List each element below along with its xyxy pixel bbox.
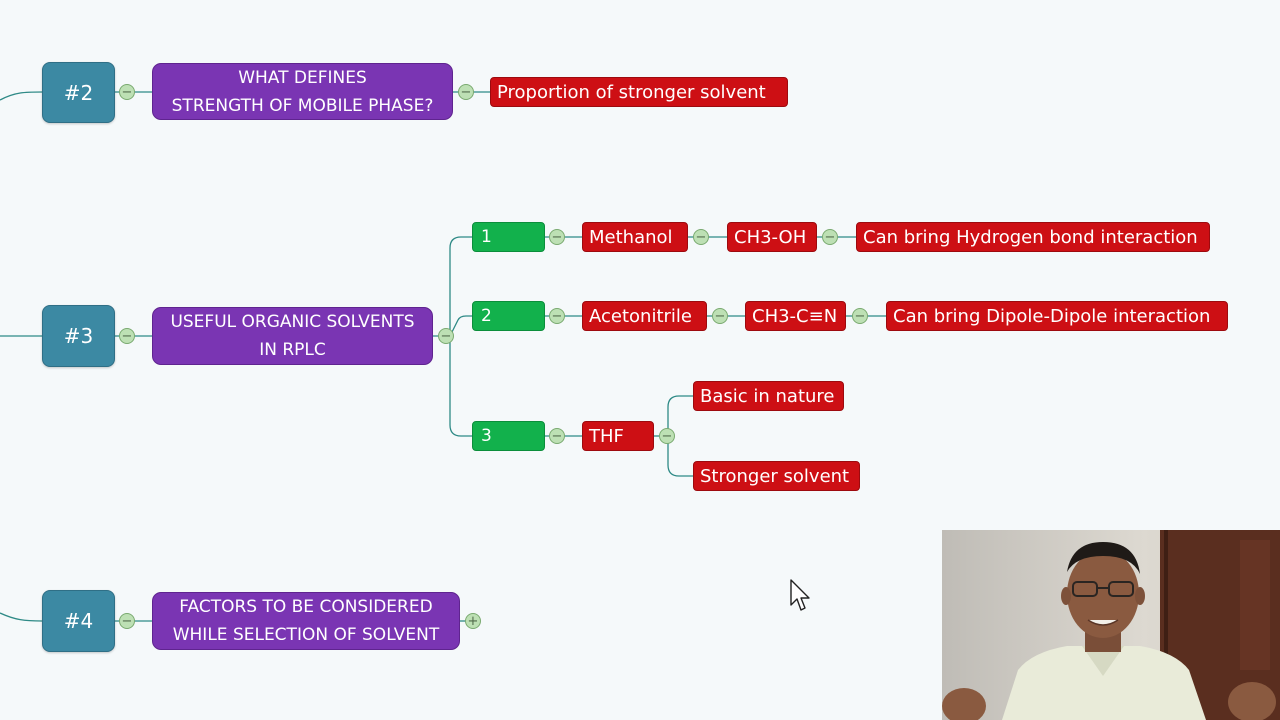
- formula-acetonitrile[interactable]: CH3-C≡N: [745, 301, 846, 331]
- solvent-acetonitrile-label: Acetonitrile: [589, 305, 692, 327]
- hub-4[interactable]: #4: [42, 590, 115, 652]
- note-thf-basic[interactable]: Basic in nature: [693, 381, 844, 411]
- topic-selection-factors[interactable]: FACTORS TO BE CONSIDERED WHILE SELECTION…: [152, 592, 460, 650]
- expand-icon[interactable]: +: [465, 613, 481, 629]
- solvent-number-1-label: 1: [481, 227, 492, 247]
- solvent-thf-label: THF: [589, 425, 624, 447]
- collapse-icon[interactable]: −: [549, 308, 565, 324]
- solvent-acetonitrile[interactable]: Acetonitrile: [582, 301, 707, 331]
- solvent-methanol[interactable]: Methanol: [582, 222, 688, 252]
- presenter-video: [942, 530, 1280, 720]
- collapse-icon[interactable]: −: [119, 84, 135, 100]
- collapse-icon[interactable]: −: [119, 613, 135, 629]
- hub-3[interactable]: #3: [42, 305, 115, 367]
- note-acetonitrile[interactable]: Can bring Dipole-Dipole interaction: [886, 301, 1228, 331]
- collapse-icon[interactable]: −: [822, 229, 838, 245]
- solvent-number-1[interactable]: 1: [472, 222, 545, 252]
- collapse-icon[interactable]: −: [693, 229, 709, 245]
- strength-answer-label: Proportion of stronger solvent: [497, 81, 766, 103]
- hub-4-label: #4: [63, 609, 94, 633]
- solvent-thf[interactable]: THF: [582, 421, 654, 451]
- note-thf-stronger-label: Stronger solvent: [700, 465, 850, 487]
- topic-solvents-line1: USEFUL ORGANIC SOLVENTS: [170, 312, 415, 332]
- note-methanol[interactable]: Can bring Hydrogen bond interaction: [856, 222, 1210, 252]
- formula-acetonitrile-label: CH3-C≡N: [752, 305, 838, 327]
- topic-factors-line1: FACTORS TO BE CONSIDERED: [179, 597, 433, 617]
- formula-methanol-label: CH3-OH: [734, 226, 807, 248]
- topic-solvents-line2: IN RPLC: [259, 340, 326, 360]
- collapse-icon[interactable]: −: [458, 84, 474, 100]
- note-thf-basic-label: Basic in nature: [700, 385, 835, 407]
- topic-mobile-phase-strength[interactable]: WHAT DEFINES STRENGTH OF MOBILE PHASE?: [152, 63, 453, 120]
- hub-3-label: #3: [63, 324, 94, 348]
- hub-2-label: #2: [63, 80, 94, 105]
- edge-in-4: [0, 612, 43, 622]
- solvent-number-3-label: 3: [481, 426, 492, 446]
- note-acetonitrile-label: Can bring Dipole-Dipole interaction: [893, 305, 1211, 327]
- topic-strength-line2: STRENGTH OF MOBILE PHASE?: [171, 95, 434, 116]
- note-methanol-label: Can bring Hydrogen bond interaction: [863, 226, 1198, 248]
- hub-2[interactable]: #2: [42, 62, 115, 123]
- topic-factors-line2: WHILE SELECTION OF SOLVENT: [172, 625, 440, 645]
- solvent-number-2[interactable]: 2: [472, 301, 545, 331]
- collapse-icon[interactable]: −: [119, 328, 135, 344]
- solvent-number-2-label: 2: [481, 306, 492, 326]
- formula-methanol[interactable]: CH3-OH: [727, 222, 817, 252]
- topic-useful-organic-solvents[interactable]: USEFUL ORGANIC SOLVENTS IN RPLC: [152, 307, 433, 365]
- collapse-icon[interactable]: −: [659, 428, 675, 444]
- solvent-methanol-label: Methanol: [589, 226, 673, 248]
- collapse-icon[interactable]: −: [549, 428, 565, 444]
- note-thf-stronger[interactable]: Stronger solvent: [693, 461, 860, 491]
- collapse-icon[interactable]: −: [852, 308, 868, 324]
- collapse-icon[interactable]: −: [712, 308, 728, 324]
- strength-answer[interactable]: Proportion of stronger solvent: [490, 77, 788, 107]
- webcam-overlay: [942, 530, 1280, 720]
- collapse-icon[interactable]: −: [438, 328, 454, 344]
- collapse-icon[interactable]: −: [549, 229, 565, 245]
- topic-strength-line1: WHAT DEFINES: [238, 67, 367, 88]
- solvent-number-3[interactable]: 3: [472, 421, 545, 451]
- edge-in-2: [0, 91, 43, 101]
- mouse-cursor-icon: [790, 579, 810, 611]
